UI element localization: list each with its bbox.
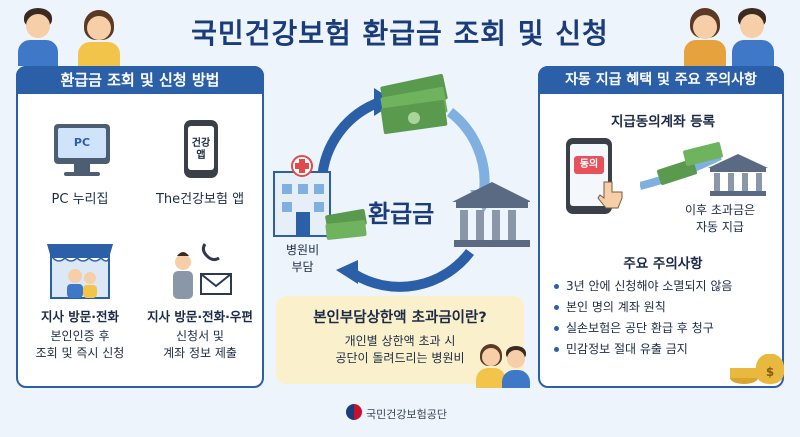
hand-pointer-icon <box>597 181 623 209</box>
center-title: 환급금 <box>368 200 435 228</box>
panel-heading: 환급금 조회 및 신청 방법 <box>16 66 264 94</box>
bank-icon <box>452 182 530 247</box>
method-label: 지사 방문·전화·우편 <box>147 309 253 324</box>
phone-mail-icon <box>173 243 232 299</box>
money-bag-icon: $ <box>730 354 784 384</box>
method-label: The건강보험 앱 <box>155 192 245 207</box>
people-illustration-right <box>680 6 790 66</box>
consent-button: 동의 <box>574 156 604 174</box>
note-item: 민감정보 절대 유출 금지 <box>554 339 732 360</box>
notes-title: 주요 주의사항 <box>623 256 703 272</box>
note-item: 3년 안에 신청해야 소멸되지 않음 <box>554 276 732 297</box>
money-stack-icon <box>380 74 448 135</box>
note-item: 본인 명의 계좌 원칙 <box>554 297 732 318</box>
method-label: PC 누리집 <box>51 192 109 207</box>
refund-cycle-diagram <box>273 74 530 292</box>
page-title: 국민건강보험 환급금 조회 및 신청 <box>191 17 609 50</box>
method-pc: PC PC 누리집 <box>20 124 140 207</box>
note-item: 실손보험은 공단 환급 후 청구 <box>554 318 732 339</box>
footer-org-name: 국민건강보험공단 <box>366 408 447 421</box>
nhis-logo-icon <box>346 404 362 420</box>
svg-text:$: $ <box>766 365 774 379</box>
people-illustration-left <box>14 6 124 66</box>
branch-office-icon <box>47 244 113 299</box>
monitor-icon: PC <box>54 124 110 164</box>
method-label: 지사 방문·전화 <box>40 309 120 324</box>
people-illustration-callout <box>476 342 532 388</box>
money-flow-icon <box>640 142 768 196</box>
phone-icon: 동의 <box>566 138 612 214</box>
account-title: 지급동의계좌 등록 <box>610 114 716 130</box>
notes-list: 3년 안에 신청해야 소멸되지 않음 본인 명의 계좌 원칙 실손보험은 공단 … <box>554 276 732 360</box>
callout-question: 본인부담상한액 초과금이란? <box>313 310 487 326</box>
hospital-icon <box>273 155 367 240</box>
panel-heading: 자동 지급 혜택 및 주요 주의사항 <box>538 66 784 94</box>
